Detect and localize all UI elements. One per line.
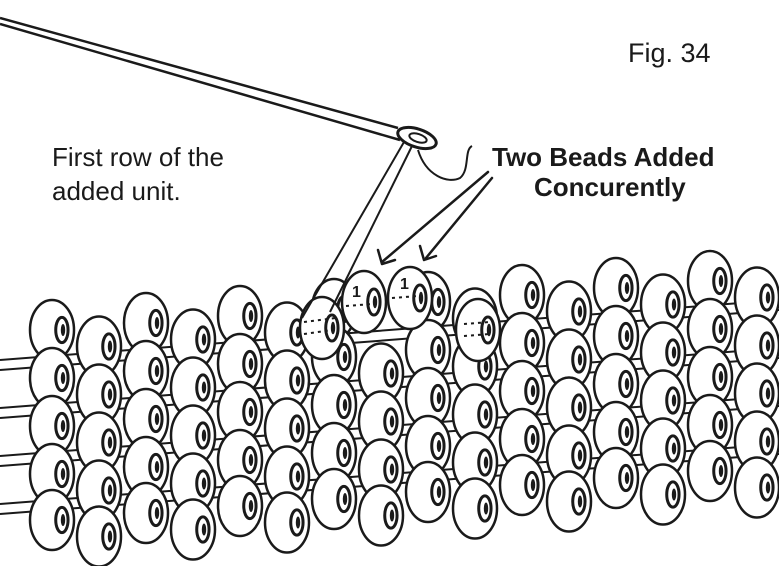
- bead: [545, 424, 593, 487]
- bead: [216, 332, 264, 396]
- bead: [310, 421, 358, 485]
- bead: [592, 304, 640, 368]
- bead: [28, 298, 76, 362]
- bead: [498, 453, 546, 517]
- bead: [357, 484, 405, 547]
- bead: [733, 362, 779, 425]
- bead: [263, 397, 311, 460]
- bead: [263, 491, 311, 554]
- arrow-left-head: [376, 248, 397, 266]
- bead-mark-left: 1: [352, 284, 361, 301]
- bead: [498, 263, 546, 327]
- bead: [404, 460, 452, 524]
- bead: [75, 411, 123, 474]
- bead: [169, 498, 217, 561]
- bead-grid: [28, 249, 779, 568]
- bead: [216, 474, 264, 538]
- thread-path-dots: [303, 295, 491, 337]
- arrow-right: [424, 176, 494, 260]
- bead: [122, 387, 170, 451]
- bead: [733, 456, 779, 519]
- added-bead: [298, 295, 346, 361]
- bead: [28, 346, 76, 410]
- bead: [686, 297, 734, 361]
- bead: [169, 308, 217, 371]
- bead: [545, 376, 593, 439]
- bead: [216, 284, 264, 348]
- bead: [733, 314, 779, 377]
- bead: [216, 428, 264, 492]
- callout-line-2: Concurently: [534, 172, 686, 202]
- bead: [498, 359, 546, 423]
- bead: [122, 481, 170, 545]
- added-bead: [454, 297, 502, 363]
- bead: [357, 390, 405, 453]
- bead: [592, 446, 640, 510]
- bead: [404, 318, 452, 382]
- bead: [451, 477, 499, 540]
- needle-body: [0, 16, 401, 142]
- note-line-1: First row of the: [52, 142, 224, 172]
- bead: [310, 373, 358, 437]
- bead: [639, 369, 687, 432]
- arrow-left: [380, 170, 490, 264]
- bead: [498, 311, 546, 375]
- bead: [545, 470, 593, 533]
- bead: [75, 363, 123, 426]
- bead-mark-right: 1: [400, 276, 409, 293]
- bead: [404, 414, 452, 478]
- callout-line-1: Two Beads Added: [492, 142, 715, 172]
- bead: [686, 345, 734, 409]
- bead: [451, 383, 499, 446]
- bead: [686, 249, 734, 313]
- bead: [592, 352, 640, 416]
- needle: [0, 16, 438, 151]
- bead: [686, 439, 734, 503]
- bead: [357, 342, 405, 405]
- note-line-2: added unit.: [52, 176, 181, 206]
- figure-label: Fig. 34: [628, 38, 711, 68]
- arrow-right-head: [418, 244, 438, 262]
- needle-eye: [396, 125, 438, 151]
- bead: [639, 463, 687, 526]
- bead: [169, 404, 217, 467]
- bead: [28, 442, 76, 506]
- bead: [545, 328, 593, 391]
- bead: [216, 380, 264, 444]
- concurrent-bead-right: [386, 265, 434, 331]
- callout-arrows: [376, 170, 494, 266]
- needle-eye-hole: [408, 132, 428, 144]
- bead: [75, 505, 123, 568]
- bead: [310, 467, 358, 531]
- bead: [357, 438, 405, 501]
- bead: [28, 488, 76, 552]
- bead: [404, 366, 452, 430]
- working-thread: [301, 141, 473, 319]
- bead: [592, 256, 640, 320]
- bead: [75, 315, 123, 378]
- bead: [263, 349, 311, 412]
- bead: [592, 400, 640, 464]
- concurrent-bead-left: [340, 269, 388, 335]
- bead: [639, 417, 687, 480]
- bead: [733, 266, 779, 329]
